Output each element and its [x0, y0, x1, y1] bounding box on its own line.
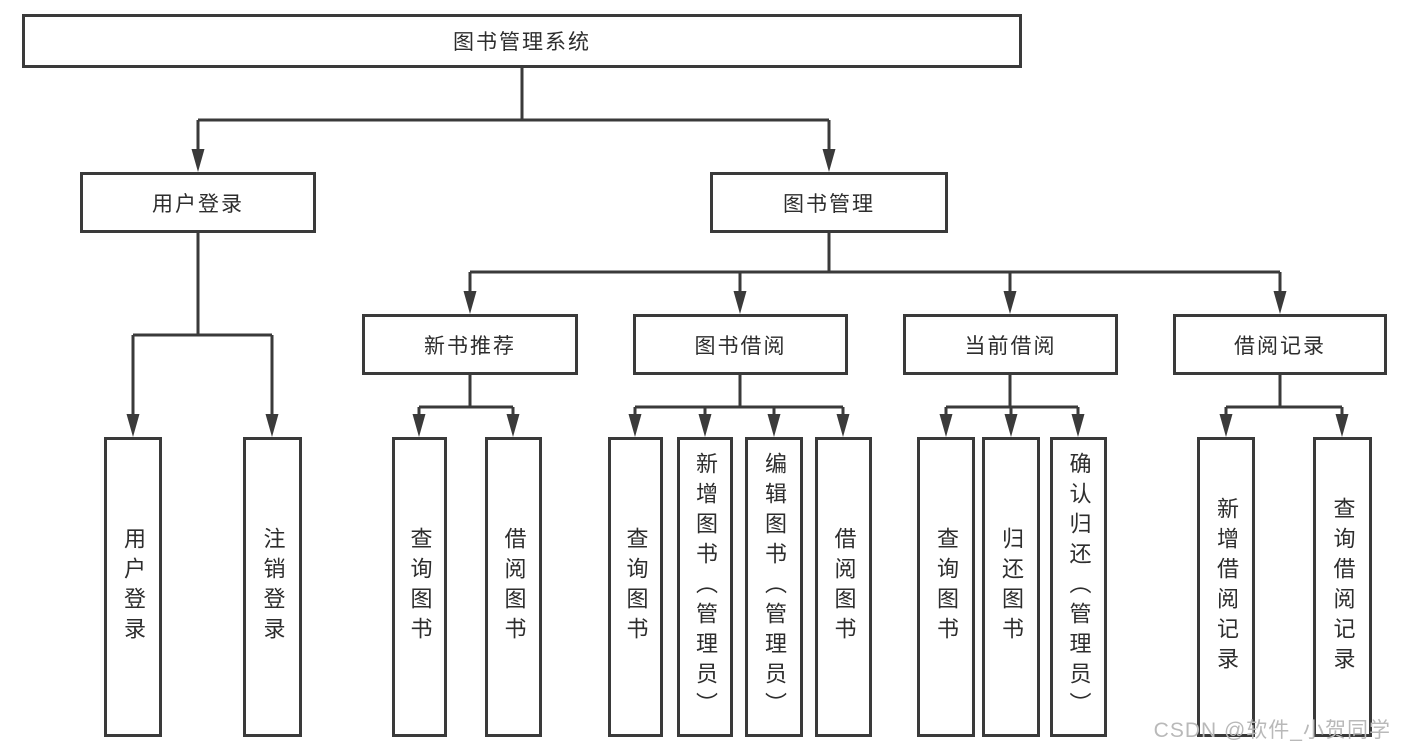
- node-user-login: 用户登录: [80, 172, 316, 233]
- leaf-cur-query-book-label: 查询图书: [934, 527, 959, 647]
- node-new-book-recommend: 新书推荐: [362, 314, 578, 375]
- leaf-rec-add-record-label: 新增借阅记录: [1214, 497, 1239, 677]
- node-library-management-system: 图书管理系统: [22, 14, 1022, 68]
- leaf-rec-add-record: 新增借阅记录: [1197, 437, 1255, 737]
- leaf-cur-query-book: 查询图书: [917, 437, 975, 737]
- leaf-cur-return-book: 归还图书: [982, 437, 1040, 737]
- leaf-logout-label: 注销登录: [260, 527, 286, 647]
- leaf-rec-borrow-book: 借阅图书: [485, 437, 542, 737]
- leaf-cur-confirm-return-admin: 确认归还（管理员）: [1050, 437, 1107, 737]
- leaf-rec-query-record: 查询借阅记录: [1313, 437, 1372, 737]
- leaf-bor-query-book: 查询图书: [608, 437, 663, 737]
- leaf-rec-query-book-label: 查询图书: [407, 527, 433, 647]
- leaf-bor-query-book-label: 查询图书: [623, 527, 649, 647]
- leaf-user-login-label: 用户登录: [121, 527, 146, 647]
- node-book-borrow: 图书借阅: [633, 314, 848, 375]
- leaf-cur-confirm-return-admin-label: 确认归还（管理员）: [1066, 452, 1092, 722]
- node-current-borrow: 当前借阅: [903, 314, 1118, 375]
- leaf-rec-query-record-label: 查询借阅记录: [1330, 497, 1356, 677]
- leaf-bor-borrow-book: 借阅图书: [815, 437, 872, 737]
- leaf-bor-edit-book-admin-label: 编辑图书（管理员）: [762, 452, 787, 722]
- leaf-user-login: 用户登录: [104, 437, 162, 737]
- leaf-logout: 注销登录: [243, 437, 302, 737]
- leaf-bor-add-book-admin-label: 新增图书（管理员）: [693, 452, 718, 722]
- leaf-bor-edit-book-admin: 编辑图书（管理员）: [745, 437, 803, 737]
- node-borrow-record: 借阅记录: [1173, 314, 1387, 375]
- leaf-bor-add-book-admin: 新增图书（管理员）: [677, 437, 733, 737]
- leaf-cur-return-book-label: 归还图书: [999, 527, 1024, 647]
- node-book-management: 图书管理: [710, 172, 948, 233]
- csdn-watermark: CSDN @软件_小贺同学: [1153, 719, 1391, 742]
- leaf-bor-borrow-book-label: 借阅图书: [831, 527, 857, 647]
- leaf-rec-borrow-book-label: 借阅图书: [501, 527, 527, 647]
- leaf-rec-query-book: 查询图书: [392, 437, 447, 737]
